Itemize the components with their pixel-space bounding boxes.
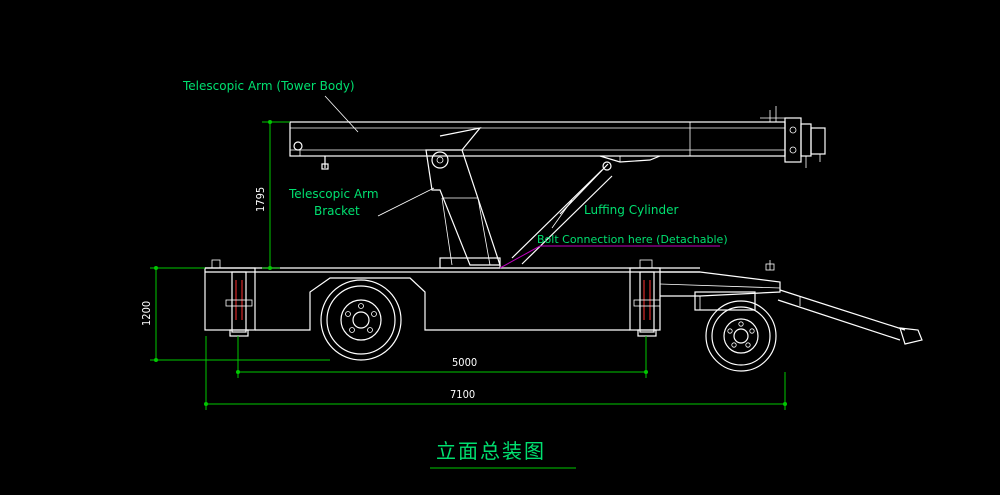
label-bolt-connection: Bolt Connection here (Detachable) bbox=[537, 233, 728, 246]
label-luffing-cylinder: Luffing Cylinder bbox=[584, 203, 678, 217]
dimension-arm-height: 1795 bbox=[254, 120, 290, 270]
dim-label-overall-length: 7100 bbox=[450, 388, 475, 401]
dimension-chassis-height: 1200 bbox=[140, 266, 330, 362]
annotation-telescopic-arm: Telescopic Arm (Tower Body) bbox=[182, 79, 359, 133]
label-arm-bracket-line2: Bracket bbox=[314, 204, 360, 218]
outrigger-left bbox=[225, 271, 253, 337]
annotation-luffing-cylinder: Luffing Cylinder bbox=[551, 199, 678, 229]
wheel-main bbox=[320, 279, 402, 361]
annotation-arm-bracket: Telescopic Arm Bracket bbox=[288, 187, 435, 218]
dim-label-chassis-height: 1200 bbox=[140, 301, 153, 326]
dimension-overall-length: 7100 bbox=[204, 336, 787, 410]
dim-label-arm-height: 1795 bbox=[254, 187, 267, 212]
title-text: 立面总装图 bbox=[436, 439, 546, 463]
dim-label-wheelbase: 5000 bbox=[452, 356, 477, 369]
label-telescopic-arm: Telescopic Arm (Tower Body) bbox=[182, 79, 355, 93]
telescopic-arm bbox=[289, 106, 826, 170]
dimension-wheelbase: 5000 bbox=[236, 336, 648, 378]
drawing-title: 立面总装图 bbox=[430, 439, 576, 469]
outrigger-right bbox=[633, 271, 661, 337]
label-arm-bracket-line1: Telescopic Arm bbox=[288, 187, 379, 201]
arm-bracket bbox=[425, 127, 501, 269]
chassis-frame bbox=[204, 259, 781, 331]
tow-bar bbox=[777, 289, 923, 345]
annotation-bolt-connection: Bolt Connection here (Detachable) bbox=[499, 233, 728, 269]
wheel-rear bbox=[705, 300, 777, 372]
